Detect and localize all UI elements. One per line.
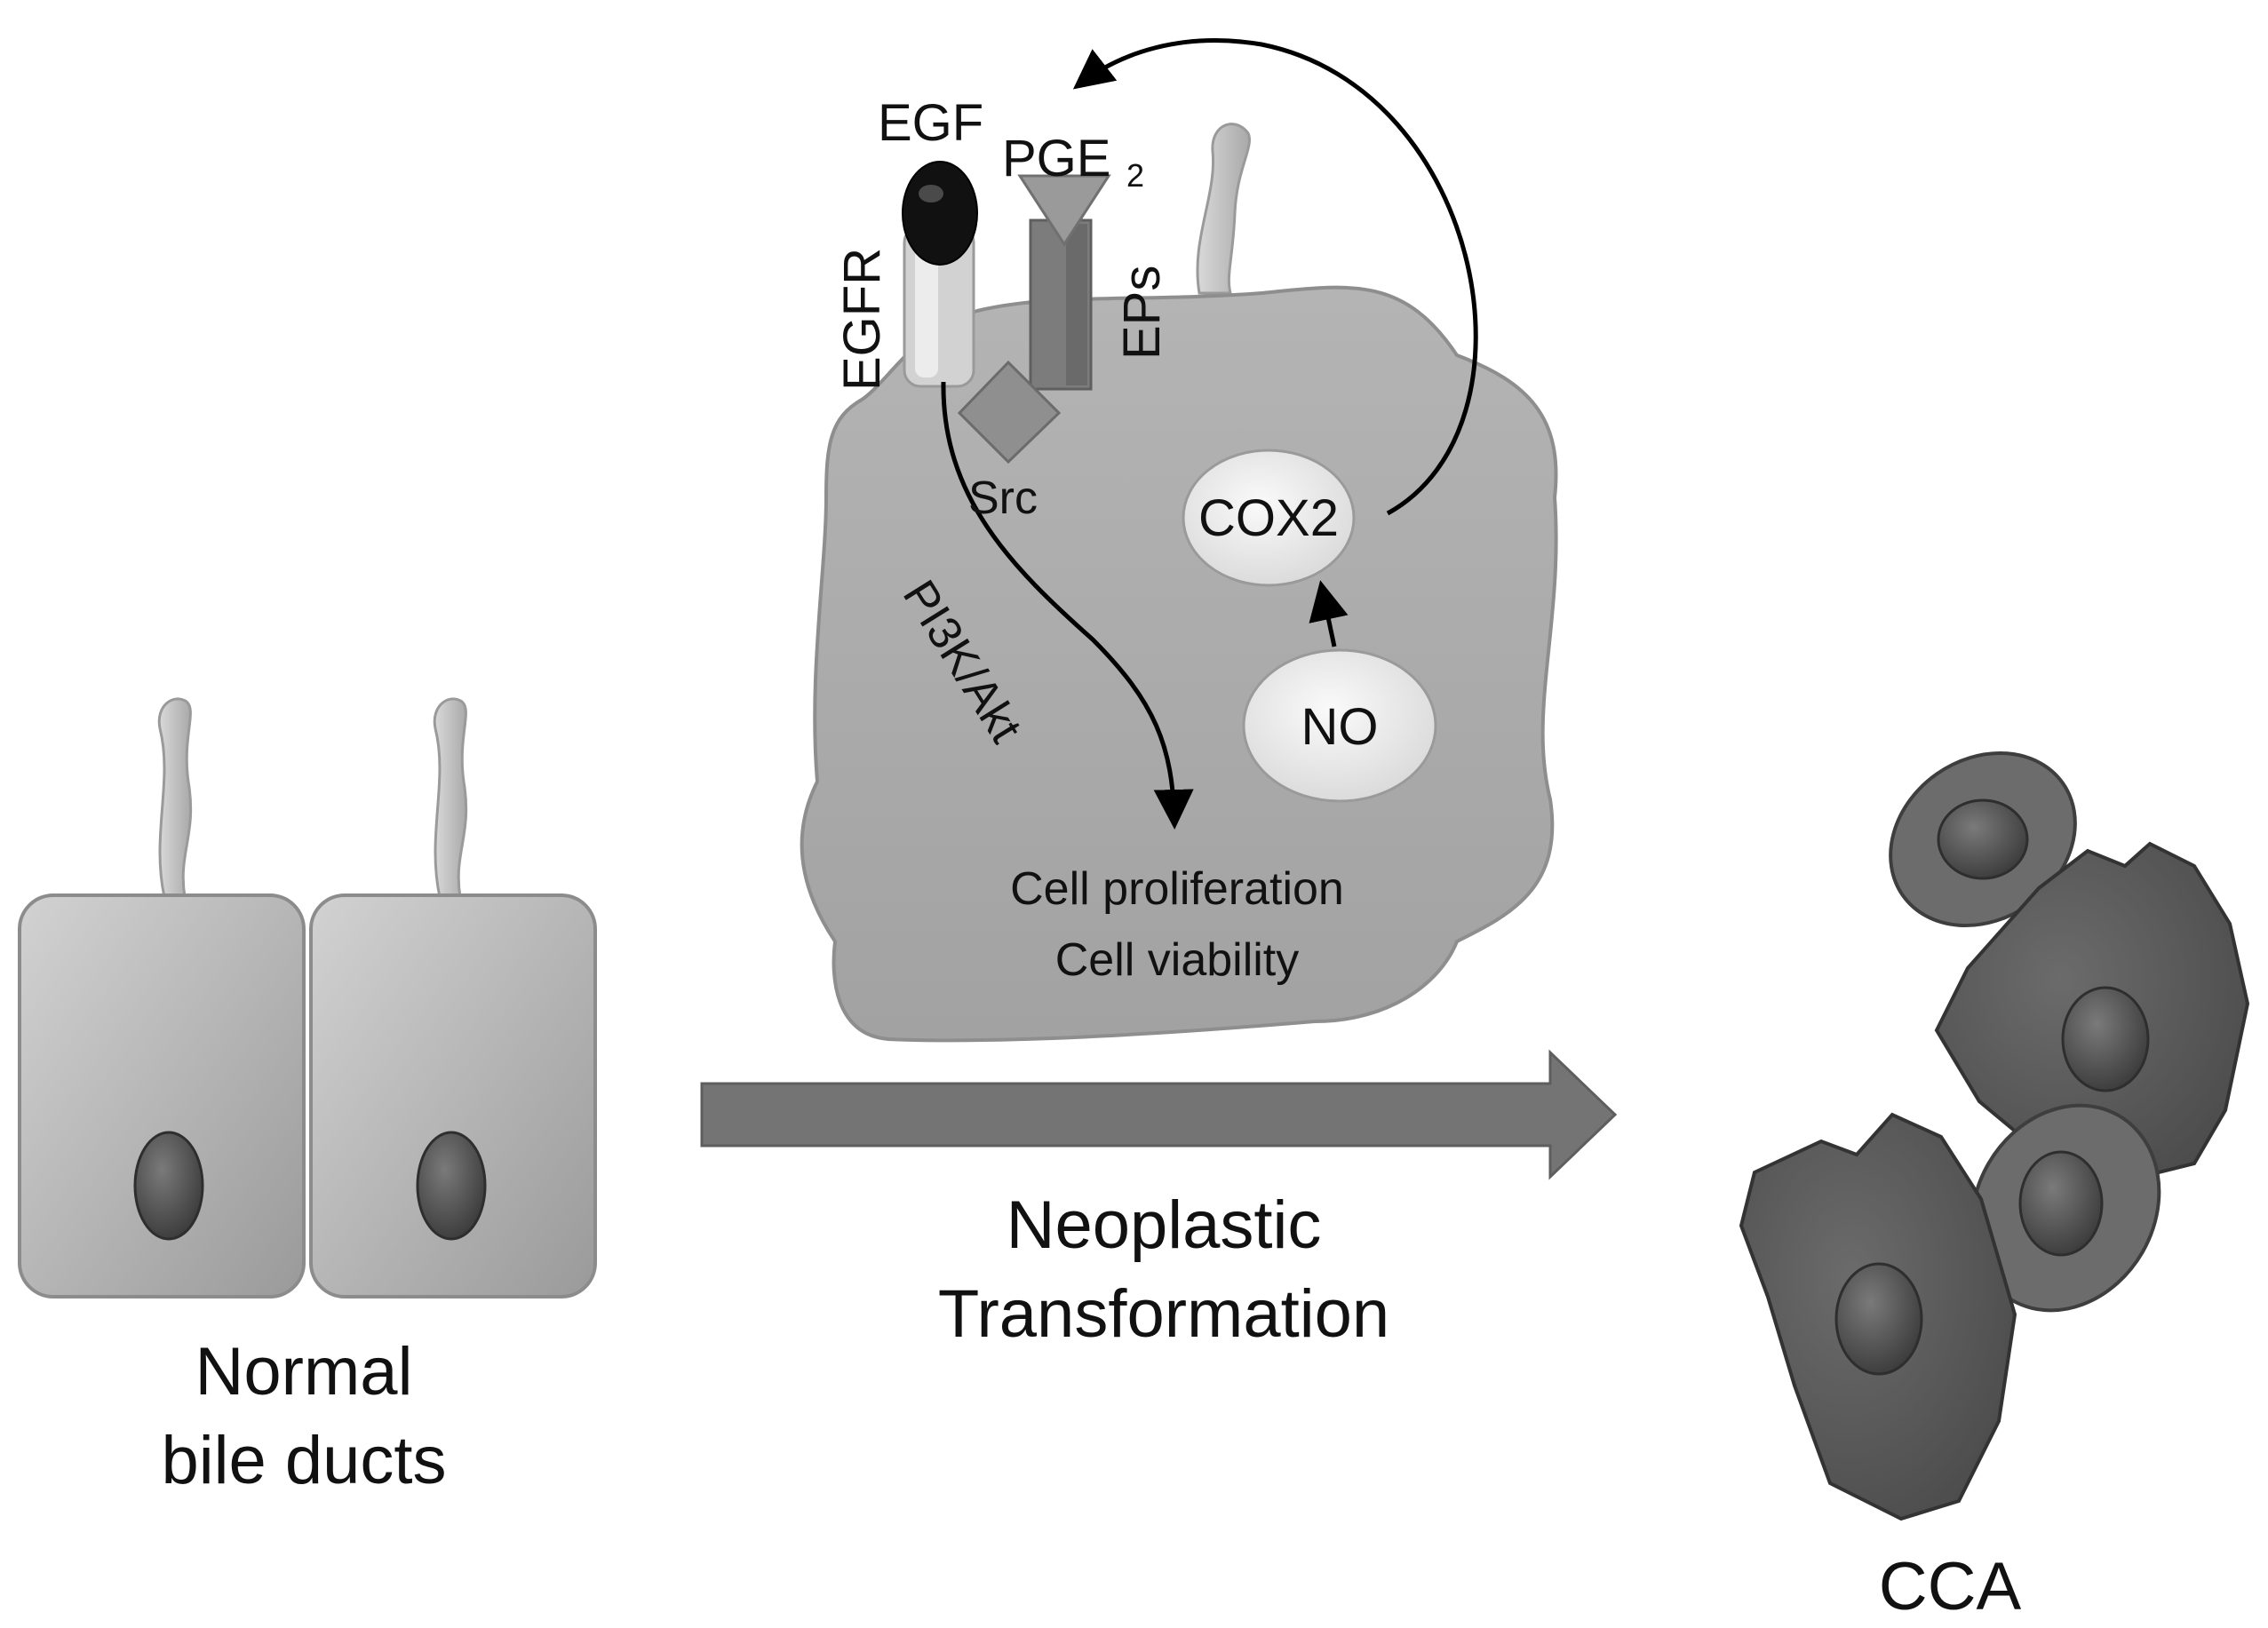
normal-cell-left (18, 893, 306, 1298)
label-transformation: Transformation (938, 1276, 1389, 1352)
eps-receptor (1017, 174, 1111, 391)
label-pge-subscript: 2 (1126, 157, 1144, 194)
label-normal: Normal (195, 1334, 413, 1410)
normal-bile-duct-cells (18, 697, 597, 1298)
egf-ligand (902, 161, 978, 266)
arrow-cox2-to-pge2 (1072, 38, 1478, 516)
label-no: NO (1301, 698, 1379, 756)
cox2-oval (1182, 449, 1356, 587)
cilium-right (433, 697, 468, 899)
label-bile-ducts: bile ducts (161, 1423, 446, 1498)
label-neoplastic: Neoplastic (1007, 1187, 1322, 1263)
label-cca: CCA (1879, 1549, 2022, 1624)
neoplastic-transformation-arrow (700, 1049, 1618, 1180)
label-eps: EPs (1113, 266, 1171, 360)
label-egf: EGF (878, 94, 983, 152)
arrow-no-to-cox2 (1309, 580, 1349, 647)
pge2-ligand (1017, 174, 1111, 247)
cca-cells (1739, 750, 2250, 1521)
label-pge: PGE (1002, 130, 1111, 187)
no-oval (1242, 648, 1437, 803)
label-cell-viability: Cell viability (1055, 934, 1300, 986)
label-cox2: COX2 (1198, 489, 1339, 547)
label-cell-proliferation: Cell proliferation (1010, 863, 1344, 915)
cilium-left (157, 697, 193, 899)
arrow-egfr-to-proliferation (941, 381, 1194, 830)
egfr-receptor (902, 161, 978, 388)
src-kinase (957, 360, 1062, 465)
nucleus-left (133, 1131, 204, 1241)
normal-cell-right (309, 893, 597, 1298)
cilium-top (1196, 123, 1251, 295)
cell-body (800, 285, 1558, 1043)
label-src: Src (968, 473, 1038, 524)
label-egfr: EGFR (833, 248, 891, 391)
nucleus-right (416, 1131, 487, 1241)
signaling-cell (800, 123, 1558, 1043)
